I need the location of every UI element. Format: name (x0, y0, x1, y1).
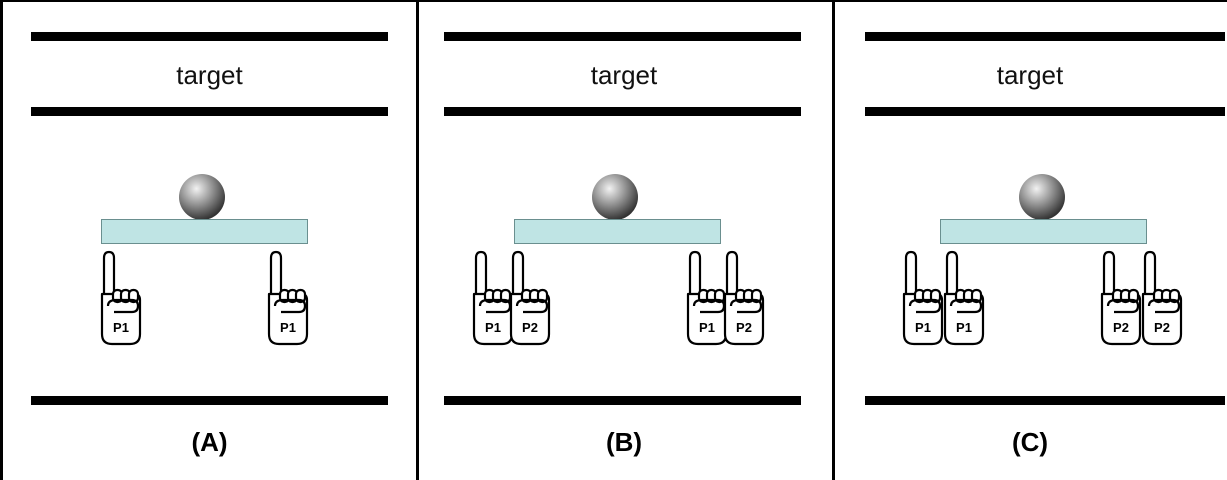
pointing-hand-icon: P1 (943, 250, 985, 346)
balance-board (514, 219, 721, 244)
pointing-hand-icon: P1 (100, 250, 142, 346)
player-label: P2 (1113, 320, 1129, 335)
balance-board (940, 219, 1147, 244)
ball (1019, 174, 1065, 220)
pointing-hand-icon: P1 (902, 250, 944, 346)
bottom-bar (444, 396, 801, 405)
pointing-hand-icon: P1 (472, 250, 514, 346)
top-bar (444, 32, 801, 41)
target-bottom-bar (31, 107, 388, 116)
ball (179, 174, 225, 220)
target-bottom-bar (865, 107, 1225, 116)
player-label: P2 (1154, 320, 1170, 335)
pointing-hand-icon: P2 (509, 250, 551, 346)
bottom-bar (865, 396, 1225, 405)
ball (592, 174, 638, 220)
player-label: P1 (699, 320, 715, 335)
top-bar (865, 32, 1225, 41)
player-label: P1 (280, 320, 296, 335)
balance-board (101, 219, 308, 244)
panel-a: target P1 P1 (A) (0, 2, 419, 480)
panel-caption: (C) (1011, 427, 1049, 457)
target-bottom-bar (444, 107, 801, 116)
target-label: target (590, 60, 658, 90)
panel-b: target P1 P2 P1 P2 (B) (416, 2, 835, 480)
player-label: P2 (522, 320, 538, 335)
panel-caption: (B) (605, 427, 643, 457)
pointing-hand-icon: P1 (267, 250, 309, 346)
player-label: P1 (485, 320, 501, 335)
panel-c: target P1 P1 P2 P2 (C) (833, 2, 1227, 480)
top-bar (31, 32, 388, 41)
target-label: target (176, 60, 243, 90)
target-label: target (996, 60, 1064, 90)
pointing-hand-icon: P2 (1141, 250, 1183, 346)
pointing-hand-icon: P2 (723, 250, 765, 346)
player-label: P1 (915, 320, 931, 335)
panel-caption: (A) (191, 427, 228, 457)
player-label: P1 (113, 320, 129, 335)
pointing-hand-icon: P2 (1100, 250, 1142, 346)
pointing-hand-icon: P1 (686, 250, 728, 346)
bottom-bar (31, 396, 388, 405)
player-label: P1 (956, 320, 972, 335)
player-label: P2 (736, 320, 752, 335)
